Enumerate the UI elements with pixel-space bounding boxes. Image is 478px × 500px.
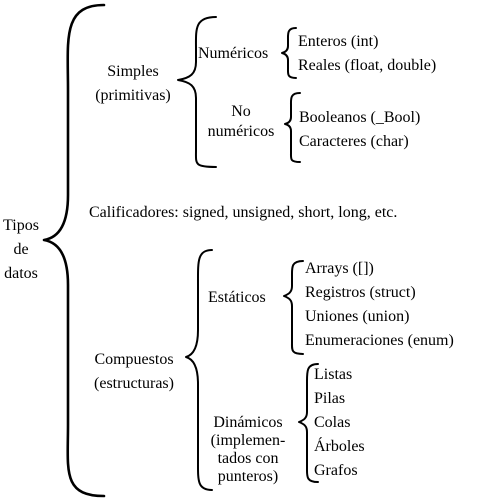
estaticos-item-enumeraciones: Enumeraciones (enum) [305, 332, 454, 349]
numericos-brace [281, 27, 297, 79]
dinamicos-item-grafos: Grafos [314, 462, 358, 479]
numericos-item-enteros: Enteros (int) [298, 33, 379, 50]
numericos-item-reales: Reales (float, double) [298, 57, 437, 74]
dinamicos-label-line-1: Dinámicos [213, 414, 283, 431]
main-brace [42, 3, 106, 498]
dinamicos-label-line-4: punteros) [217, 468, 279, 485]
dinamicos-item-colas: Colas [314, 414, 351, 431]
compuestos-label-line-2: (estructuras) [94, 375, 174, 392]
no-numericos-label-line-1: No [231, 103, 251, 120]
dinamicos-label-line-2: (implemen- [210, 432, 286, 449]
dinamicos-label-line-3: tados con [217, 450, 279, 467]
estaticos-brace [283, 260, 304, 355]
no-numericos-brace [284, 92, 301, 163]
dinamicos-item-pilas: Pilas [314, 390, 346, 407]
estaticos-item-registros: Registros (struct) [305, 284, 416, 301]
numericos-label: Numéricos [198, 45, 269, 62]
no-numericos-item-booleanos: Booleanos (_Bool) [299, 109, 421, 126]
compuestos-label-line-1: Compuestos [94, 351, 174, 368]
dinamicos-item-arboles: Árboles [314, 438, 365, 455]
estaticos-item-uniones: Uniones (union) [305, 308, 410, 325]
compuestos-brace [185, 249, 213, 491]
root-label-line-2: de [13, 241, 29, 258]
simples-label-line-1: Simples [107, 63, 159, 80]
no-numericos-label-line-2: numéricos [207, 123, 275, 140]
dinamicos-item-listas: Listas [314, 366, 353, 383]
simples-brace [177, 16, 217, 168]
estaticos-label: Estáticos [208, 289, 266, 306]
calificadores-label: Calificadores: signed, unsigned, short, … [89, 204, 398, 221]
root-label-line-1: Tipos [3, 217, 39, 234]
root-label-line-3: datos [4, 265, 38, 282]
dinamicos-brace [298, 363, 319, 483]
simples-label-line-2: (primitivas) [95, 87, 171, 104]
no-numericos-item-caracteres: Caracteres (char) [299, 133, 409, 150]
estaticos-item-arrays: Arrays ([]) [305, 260, 374, 277]
